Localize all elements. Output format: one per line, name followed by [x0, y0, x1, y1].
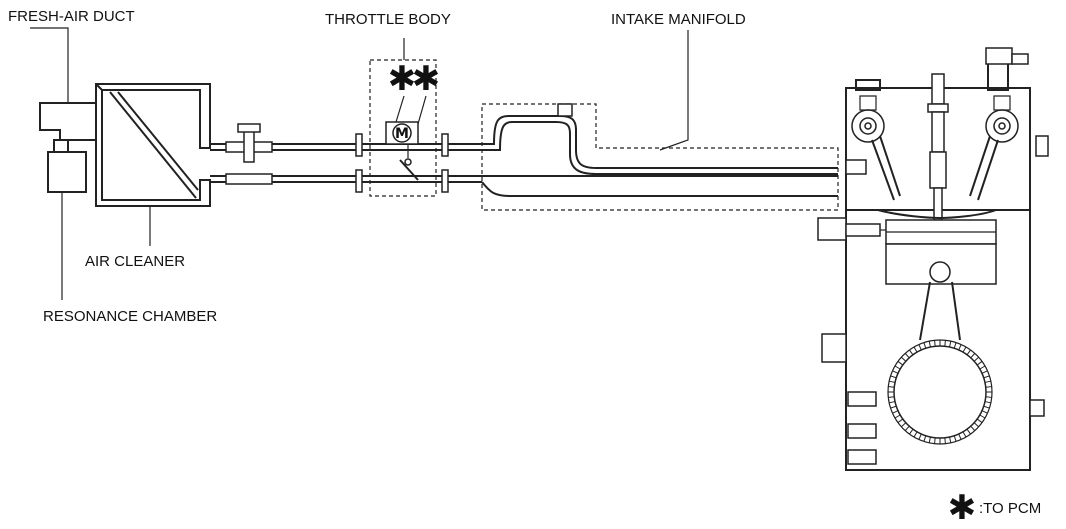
pulley-tooth: [928, 341, 931, 348]
pulley-tooth: [970, 425, 976, 431]
spark-plug: [927, 73, 949, 221]
pulley-tooth: [934, 340, 936, 347]
pulley-tooth: [973, 356, 979, 362]
pulley-tooth: [979, 414, 986, 419]
pulley-tooth: [981, 410, 988, 414]
pulley-tooth: [983, 375, 990, 379]
svg-text:M: M: [395, 126, 409, 142]
pulley-tooth: [944, 437, 946, 444]
pulley-tooth: [949, 341, 952, 348]
intake-tube: [210, 123, 372, 185]
pulley-tooth: [918, 433, 922, 440]
pcm-asterisk-1: ✱: [388, 59, 417, 99]
pulley-tooth: [889, 380, 896, 383]
pulley-tooth: [953, 435, 957, 442]
pulley-tooth: [979, 365, 986, 370]
exhaust-camshaft: [985, 95, 1019, 143]
pulley-tooth: [918, 344, 922, 351]
pulley-tooth: [984, 401, 991, 404]
intake-air-temp-sensor: [817, 217, 886, 241]
pulley-tooth: [909, 428, 914, 435]
resonance-chamber-label: RESONANCE CHAMBER: [43, 308, 218, 325]
intake-manifold: [481, 30, 839, 211]
intake-camshaft: [851, 95, 885, 143]
pulley-tooth: [928, 436, 931, 443]
pulley-tooth: [983, 405, 990, 409]
pulley-tooth: [894, 365, 901, 370]
legend-text: :TO PCM: [979, 500, 1042, 517]
pulley-tooth: [962, 431, 967, 438]
pulley-tooth: [973, 422, 979, 428]
pulley-tooth: [958, 433, 962, 440]
pulley-tooth: [934, 437, 936, 444]
pulley-tooth: [985, 386, 992, 388]
pulley-tooth: [981, 370, 988, 374]
pulley-tooth: [894, 414, 901, 419]
pulley-tooth: [909, 349, 914, 356]
pulley-tooth: [897, 361, 904, 366]
pcm-asterisk-2: ✱: [412, 59, 441, 99]
pulley-tooth: [966, 349, 971, 356]
pulley-tooth: [984, 380, 991, 383]
pulley-tooth: [944, 340, 946, 347]
pulley-tooth: [897, 418, 904, 423]
fresh-air-duct-label: FRESH-AIR DUCT: [8, 8, 135, 25]
pulley-tooth: [970, 353, 976, 359]
pulley-tooth: [888, 386, 895, 388]
throttle-body: M ✱ ✱: [355, 38, 482, 197]
intake-manifold-label: INTAKE MANIFOLD: [611, 11, 746, 28]
pulley-tooth: [890, 375, 897, 379]
pulley-tooth: [913, 346, 918, 353]
engine: [821, 47, 1049, 471]
pulley-tooth: [904, 353, 910, 359]
throttle-motor: M: [385, 121, 419, 145]
pulley-tooth: [889, 401, 896, 404]
pulley-tooth: [985, 396, 992, 398]
pulley-tooth: [888, 396, 895, 398]
air-cleaner: [95, 83, 211, 246]
crankshaft-pulley: [887, 339, 993, 445]
pulley-tooth: [962, 346, 967, 353]
pulley-tooth: [892, 370, 899, 374]
throttle-body-label: THROTTLE BODY: [325, 11, 451, 28]
pulley-tooth: [923, 342, 927, 349]
pulley-tooth: [966, 428, 971, 435]
resonance-chamber: [47, 139, 87, 300]
pulley-tooth: [976, 361, 983, 366]
pulley-tooth: [904, 425, 910, 431]
pulley-tooth: [976, 418, 983, 423]
pulley-tooth: [892, 410, 899, 414]
air-cleaner-label: AIR CLEANER: [85, 253, 186, 270]
pulley-tooth: [923, 435, 927, 442]
pulley-tooth: [890, 405, 897, 409]
pulley-tooth: [953, 342, 957, 349]
pulley-tooth: [901, 422, 907, 428]
legend-asterisk: ✱: [948, 488, 977, 528]
pulley-tooth: [958, 344, 962, 351]
pulley-tooth: [901, 356, 907, 362]
pulley-tooth: [913, 431, 918, 438]
pulley-tooth: [949, 436, 952, 443]
fresh-air-duct: [30, 27, 97, 141]
